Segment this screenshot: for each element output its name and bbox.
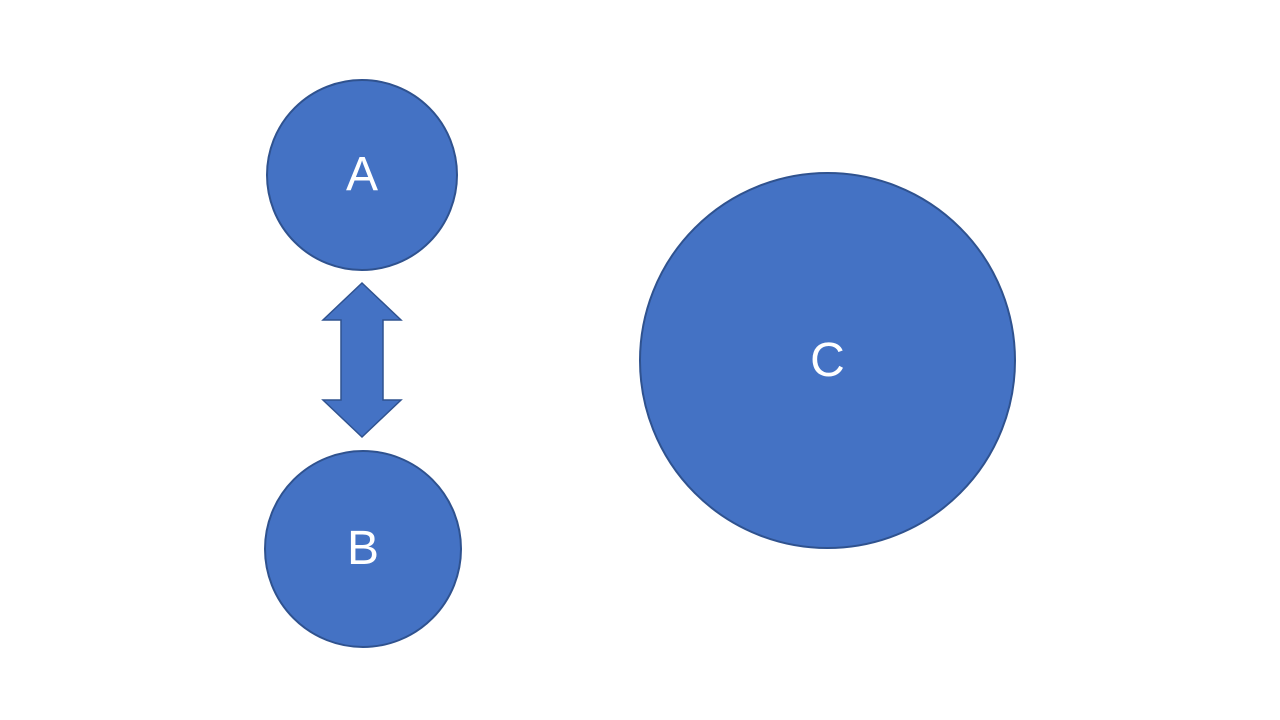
circle-a: A (266, 79, 458, 271)
circle-b: B (264, 450, 462, 648)
circle-c: C (639, 172, 1016, 549)
circle-b-label: B (346, 522, 379, 575)
circle-a-label: A (345, 148, 378, 201)
up-down-arrow-icon (321, 281, 403, 439)
circle-c-label: C (810, 333, 845, 387)
